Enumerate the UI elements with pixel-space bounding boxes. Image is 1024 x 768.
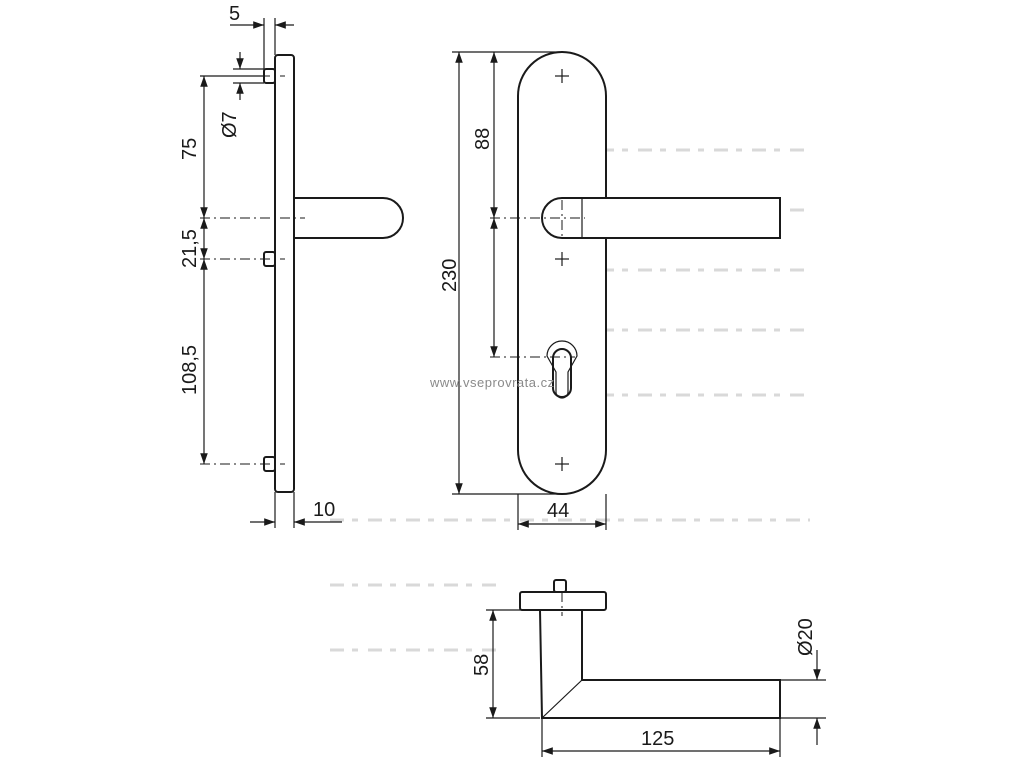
dim-pin-to-handle: 75 (179, 138, 201, 160)
dim-plate-width: 44 (547, 500, 569, 522)
screw-marks (555, 69, 569, 471)
dim-lever-diameter: Ø20 (795, 618, 817, 656)
dim-plate-height: 230 (439, 259, 461, 292)
watermark-text: www.vseprovrata.cz (429, 375, 555, 390)
side-plate (274, 54, 295, 493)
front-view: 230 88 44 www.vseprovrata.cz (429, 51, 781, 530)
side-view: 5 Ø7 75 21,5 108,5 10 (179, 3, 404, 528)
dim-plate-depth: 10 (313, 499, 335, 521)
dim-lever-height: 58 (471, 654, 493, 676)
lever-body (538, 609, 781, 719)
dim-top-to-handle: 88 (472, 128, 494, 150)
dim-pin-diameter: Ø7 (219, 111, 241, 138)
dim-handle-to-pin: 21,5 (179, 229, 201, 268)
side-lever (293, 197, 404, 239)
lever-top-view: 58 125 Ø20 (471, 579, 826, 757)
dim-plate-thickness-top: 5 (229, 3, 240, 25)
front-plate (517, 51, 607, 495)
keyhole (552, 348, 572, 398)
rosette-pin (553, 579, 567, 593)
front-lever (541, 197, 781, 239)
dim-lever-length: 125 (641, 728, 674, 750)
rosette (519, 591, 607, 611)
dim-pin-to-bottom-pin: 108,5 (179, 345, 201, 395)
